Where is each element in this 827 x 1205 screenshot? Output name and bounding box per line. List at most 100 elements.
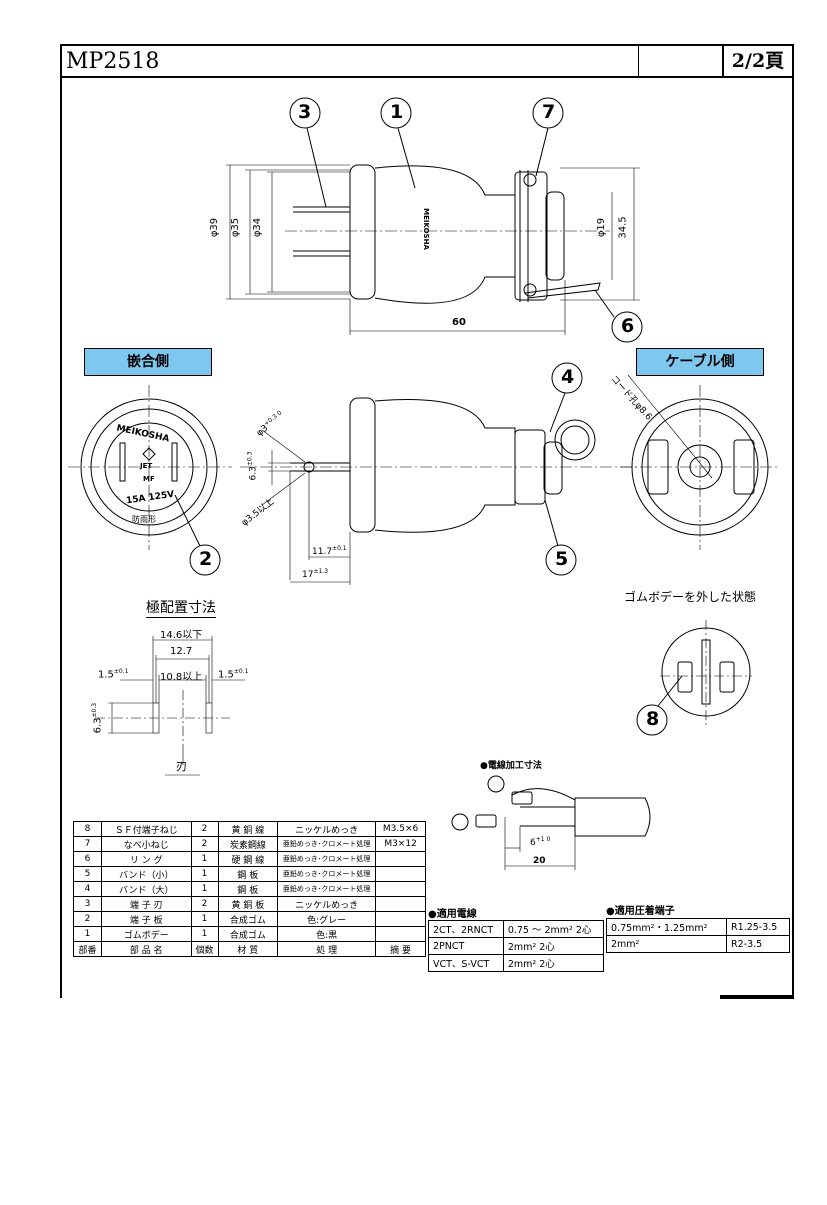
table-cell: 鋼 板 [217, 881, 279, 897]
table-cell: 亜鉛めっき･クロメート処理 [277, 866, 377, 882]
table-cell: M3×12 [375, 836, 426, 852]
table-cell: ニッケルめっき [277, 896, 377, 912]
wire-processing-drawing [451, 775, 651, 870]
table-cell [375, 866, 426, 882]
table-cell: 鋼 板 [217, 866, 279, 882]
dim-d34: φ34 [252, 217, 264, 238]
dim-w15-right: 1.5±0.1 [218, 668, 248, 680]
table-cell: 端 子 刃 [100, 896, 192, 912]
dim-len117-value: 11.7 [312, 547, 333, 557]
dim-strip6-tol: +1 0 [535, 836, 551, 843]
marking-cert: JET [140, 462, 153, 470]
dim-strip6-value: 6 [530, 838, 536, 848]
mating-side-label: 嵌合側 [84, 348, 212, 376]
table-cell: 8 [73, 821, 102, 837]
marking-mark: MF [143, 475, 155, 483]
table-cell: 亜鉛めっき･クロメート処理 [277, 851, 377, 867]
callout-5: 5 [555, 548, 569, 570]
table-header-cell: 処 理 [277, 941, 377, 957]
callout-1: 1 [390, 101, 404, 123]
table-cell: 6 [73, 851, 102, 867]
table-cell: 1 [190, 851, 219, 867]
table-header-cell: 摘 要 [375, 941, 426, 957]
callout-3: 3 [298, 101, 312, 123]
page-number: 2/2頁 [722, 46, 792, 76]
dim-strip20: 20 [533, 856, 546, 866]
dim-h63-mid-tol: ±0.3 [246, 451, 254, 467]
table-cell: 1 [73, 926, 102, 942]
dim-h63-pole-tol: ±0.3 [91, 702, 99, 718]
model-code: MP2518 [66, 49, 160, 74]
table-cell: M3.5×6 [375, 821, 426, 837]
table-cell: 亜鉛めっき･クロメート処理 [277, 881, 377, 897]
terminal-table-title: ●適用圧着端子 [606, 906, 675, 917]
marking-drip-proof: 防雨形 [132, 515, 156, 524]
table-cell: バンド（大） [100, 881, 192, 897]
front-view-mating [68, 385, 232, 576]
table-cell: 2 [190, 896, 219, 912]
dim-d39: φ39 [209, 217, 221, 238]
dim-w108: 10.8以上 [160, 672, 203, 683]
dim-h345: 34.5 [617, 216, 629, 239]
table-cell: 3 [73, 896, 102, 912]
table-header-cell: 材 質 [217, 941, 279, 957]
callout-2: 2 [199, 548, 213, 570]
table-cell [375, 896, 426, 912]
table-cell: 亜鉛めっき･クロメート処理 [277, 836, 377, 852]
table-cell: 黄 銅 線 [217, 821, 279, 837]
table-cell: 合成ゴム [217, 926, 279, 942]
callout-6: 6 [621, 315, 635, 337]
wire-table-title: ●適用電線 [428, 909, 477, 920]
table-cell: 5 [73, 866, 102, 882]
table-cell: 4 [73, 881, 102, 897]
table-cell: なべ小ねじ [100, 836, 192, 852]
table-cell: 2 [190, 821, 219, 837]
dim-len117-tol: ±0.1 [332, 545, 347, 552]
wire-process-title: ●電線加工寸法 [480, 761, 542, 771]
table-cell [375, 911, 426, 927]
table-cell: 1 [190, 881, 219, 897]
callout-8: 8 [646, 708, 660, 730]
dim-len60: 60 [452, 317, 466, 328]
table-cell: 炭素鋼線 [217, 836, 279, 852]
dim-h63-mid: 6.3±0.3 [246, 452, 258, 481]
dim-strip6: 6+1 0 [530, 836, 550, 848]
table-cell: 2mm² [605, 935, 728, 953]
table-cell [375, 881, 426, 897]
dim-w146: 14.6以下 [160, 630, 203, 641]
table-cell: 1 [190, 911, 219, 927]
table-cell: 2 [190, 836, 219, 852]
table-header-row: 部番部 品 名個数材 質処 理摘 要 [73, 941, 426, 957]
table-cell: 色:グレー [277, 911, 377, 927]
table-cell: 2CT、2RNCT [428, 920, 504, 938]
dim-w15-left-value: 1.5 [98, 669, 114, 681]
callout-7: 7 [542, 101, 556, 123]
table-cell: ニッケルめっき [277, 821, 377, 837]
dim-len17-tol: ±1.3 [313, 568, 329, 575]
table-cell: 黄 銅 板 [217, 896, 279, 912]
dim-w15-right-value: 1.5 [218, 669, 234, 681]
dim-w15-left: 1.5±0.1 [98, 668, 128, 680]
table-cell: 7 [73, 836, 102, 852]
table-cell: 1 [190, 866, 219, 882]
blade-label: 刃 [176, 760, 187, 773]
rubber-removed-title: ゴムボデーを外した状態 [624, 590, 757, 604]
pole-layout-drawing [95, 636, 245, 776]
callout-4: 4 [561, 366, 575, 388]
table-cell: 2mm² 2心 [502, 954, 605, 972]
table-cell: 1 [190, 926, 219, 942]
